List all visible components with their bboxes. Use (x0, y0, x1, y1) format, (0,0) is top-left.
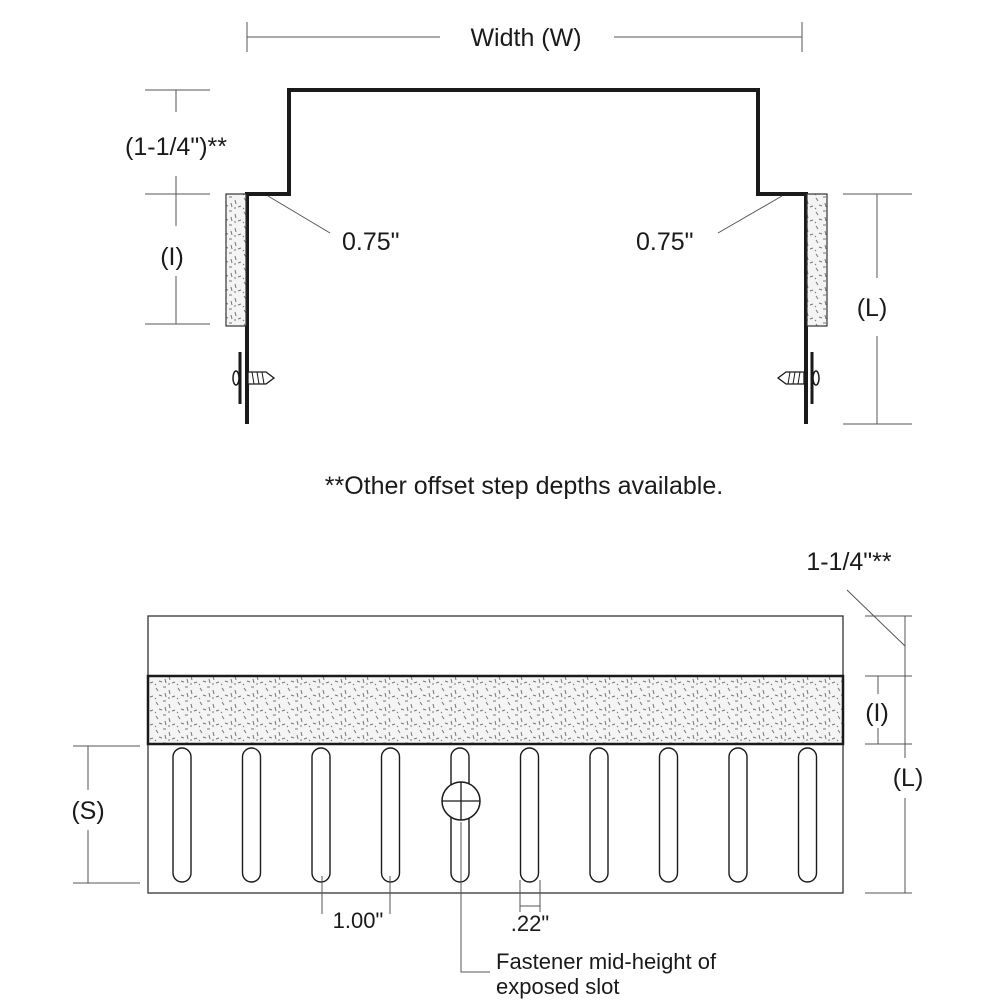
slot-width-dimension: .22" (511, 880, 549, 936)
slot (728, 747, 748, 883)
fastener-note-line1: Fastener mid-height of (496, 949, 717, 974)
width-dimension: Width (W) (246, 22, 803, 52)
profile-view: Width (W) (125, 22, 912, 425)
bend-left-label: 0.75" (342, 228, 400, 256)
width-label: Width (W) (470, 24, 581, 52)
front-view: 1-1/4"** (I) (L) (S) (71, 548, 923, 999)
slot-dimension: (S) (71, 745, 140, 884)
screw-right-icon (776, 352, 820, 404)
trim-profile (245, 88, 808, 424)
fastener-icon (441, 781, 481, 821)
slot (589, 747, 609, 883)
slot (797, 747, 818, 883)
length-label: (L) (857, 294, 888, 322)
footnote: **Other offset step depths available. (325, 472, 723, 500)
slot-width-label: .22" (511, 911, 549, 936)
slot (380, 747, 401, 883)
trim-face-panel (147, 615, 844, 894)
slot-group (172, 747, 818, 883)
overlap-label: (I) (160, 243, 184, 271)
spacing-dimension: 1.00" (321, 876, 391, 933)
front-overlap-label: (I) (865, 699, 889, 727)
slot (172, 747, 192, 883)
foam-strip-right (806, 193, 828, 327)
slot (519, 747, 540, 883)
length-dimension-right: (L) (843, 193, 912, 425)
bend-leader-right (717, 195, 783, 234)
slot (658, 747, 679, 883)
spacing-label: 1.00" (333, 908, 384, 933)
fastener-leader (460, 822, 490, 973)
fastener-note-line2: exposed slot (496, 974, 620, 999)
front-length-label: (L) (893, 764, 924, 792)
slot (241, 747, 262, 883)
foam-band (146, 674, 845, 746)
offset-dimension-left: (1-1/4")** (I) (125, 89, 227, 325)
front-offset-label: 1-1/4"** (806, 548, 892, 576)
foam-strip-left (225, 193, 247, 327)
bend-right-label: 0.75" (636, 228, 694, 256)
offset-label: (1-1/4")** (125, 133, 227, 161)
slot (311, 747, 331, 883)
screw-left-icon (232, 352, 276, 404)
offset-leader (846, 589, 906, 647)
slot-label: (S) (71, 797, 104, 825)
bend-leader-left (267, 195, 331, 234)
